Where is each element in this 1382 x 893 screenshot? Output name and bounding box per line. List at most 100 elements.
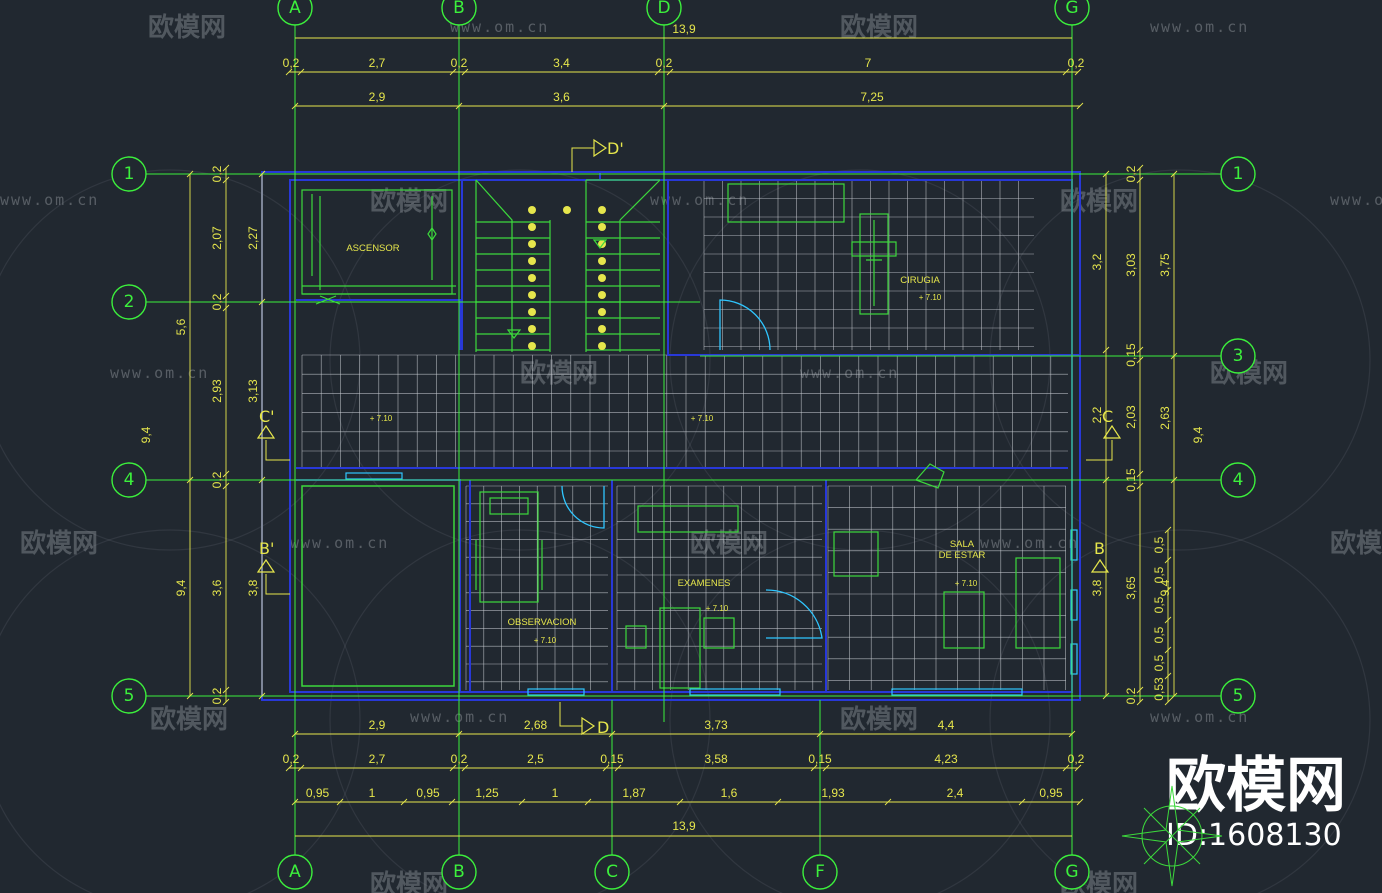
- dimension-value: 2,9: [369, 90, 386, 104]
- watermark-text: 欧模网: [370, 186, 448, 217]
- floor-tile-grid: [301, 179, 1068, 690]
- dimension-tick: [1074, 764, 1082, 772]
- section-leader: [559, 702, 582, 727]
- dimension-total: 13,9: [672, 819, 696, 833]
- dimension-value: 1,6: [721, 786, 738, 800]
- grid-bubble: [646, 0, 682, 26]
- floor-level: + 7.10: [370, 414, 393, 423]
- grid-bubble: [1220, 678, 1256, 714]
- dimension-value: 0,2: [283, 56, 300, 70]
- grid-bubble-label: G: [1065, 0, 1078, 18]
- room-label-examenes: EXAMENES: [678, 578, 731, 589]
- watermark-arc: [989, 169, 1371, 551]
- dimension-tick: [1102, 346, 1110, 354]
- dimension-tick: [258, 170, 266, 178]
- watermark-url: www.om.cn: [410, 708, 509, 726]
- dimension-tick: [1074, 68, 1082, 76]
- dimension-value: 2,93: [210, 379, 224, 403]
- dimension-tick: [1164, 616, 1172, 624]
- dimension-value: 0,2: [210, 687, 224, 704]
- dimension-value: 1,25: [475, 786, 499, 800]
- dimension-tick: [518, 798, 526, 806]
- dimension-tick: [654, 68, 662, 76]
- watermark-text: 欧模网: [148, 12, 226, 43]
- elevator-cabin: [302, 194, 456, 305]
- dimension-total: 9,4: [1191, 426, 1205, 443]
- grid-bubble-label: 1: [1233, 164, 1244, 184]
- dimension-tick: [291, 798, 299, 806]
- dimension-value: 3,8: [246, 579, 260, 596]
- dimension-tick: [660, 102, 668, 110]
- exam-door: [765, 589, 823, 639]
- grid-bubble-label: B: [453, 862, 465, 882]
- dimension-value: 2,68: [524, 718, 548, 732]
- watermark-url: www.om.cn: [650, 191, 749, 209]
- grid-bubble-label: C: [606, 862, 618, 882]
- dimension-value: 0,2: [1068, 752, 1085, 766]
- dimension-tick: [455, 730, 463, 738]
- dimension-value: 0,2: [451, 752, 468, 766]
- stair-step-number: [528, 206, 536, 214]
- observation-bed: [479, 491, 539, 603]
- grid-bubble-label: G: [1065, 862, 1078, 882]
- watermark-text: 欧模网: [520, 358, 598, 389]
- dimension-value: 7,25: [860, 90, 884, 104]
- dimension-tick: [461, 68, 469, 76]
- dimension-value: 4,23: [934, 752, 958, 766]
- watermark-url: www.om.cn: [110, 364, 209, 382]
- dimension-value: 2,9: [369, 718, 386, 732]
- window: [527, 688, 585, 696]
- stair-step-number: [598, 291, 606, 299]
- dimension-tick: [222, 470, 230, 478]
- watermark-arc: [0, 169, 361, 551]
- dimension-total: 13,9: [672, 22, 696, 36]
- dimension-value: 0,2: [283, 752, 300, 766]
- dimension-value: 2,2: [1090, 406, 1104, 423]
- dimension-value: 0,5: [1152, 596, 1166, 613]
- dimension-tick: [1076, 102, 1084, 110]
- dimension-tick: [285, 764, 293, 772]
- stair-step-number: [528, 257, 536, 265]
- dimension-tick: [1164, 698, 1172, 706]
- dimension-tick: [222, 304, 230, 312]
- dimension-tick: [222, 292, 230, 300]
- floor-level: + 7.10: [706, 604, 729, 613]
- room-label-sala: DE ESTAR: [939, 550, 986, 561]
- surgery-door: [719, 299, 771, 351]
- dimension-value: 0,95: [306, 786, 330, 800]
- grid-bubble-label: A: [289, 862, 301, 882]
- empty-room-outline: [301, 485, 455, 687]
- dimension-tick: [258, 692, 266, 700]
- watermark-url: www.om.cn: [980, 534, 1079, 552]
- dimension-tick: [1136, 176, 1144, 184]
- stair-step-number: [598, 342, 606, 350]
- dimension-tick: [584, 798, 592, 806]
- fixtures: [301, 179, 1078, 696]
- window: [345, 472, 403, 480]
- stair-step-number: [528, 240, 536, 248]
- dimension-tick: [1170, 476, 1178, 484]
- dimension-tick: [1136, 470, 1144, 478]
- watermark-text: 欧模网: [370, 869, 448, 893]
- dimension-tick: [291, 102, 299, 110]
- cirugia-tiles: [703, 179, 1034, 350]
- dimension-tick: [810, 764, 818, 772]
- dimension-tick: [1102, 692, 1110, 700]
- dimension-value: 0,5: [1152, 566, 1166, 583]
- dimension-tick: [291, 730, 299, 738]
- living-plant: [914, 463, 945, 489]
- dimension-value: 0,95: [1039, 786, 1063, 800]
- watermark-text: 欧模网: [20, 528, 98, 559]
- stair-direction-arrow: [506, 239, 608, 339]
- dimension-value: 0,95: [416, 786, 440, 800]
- watermark-url: www.om.cn: [290, 534, 389, 552]
- surgery-table-detail: [866, 220, 882, 306]
- grid-bubble-label: D: [657, 0, 670, 18]
- section-arrow: [1090, 558, 1110, 573]
- living-armchair: [833, 531, 879, 577]
- examenes-tiles: [616, 485, 822, 690]
- section-leader: [571, 147, 594, 172]
- dimension-tick: [455, 102, 463, 110]
- dimension-value: 0,15: [1124, 468, 1138, 492]
